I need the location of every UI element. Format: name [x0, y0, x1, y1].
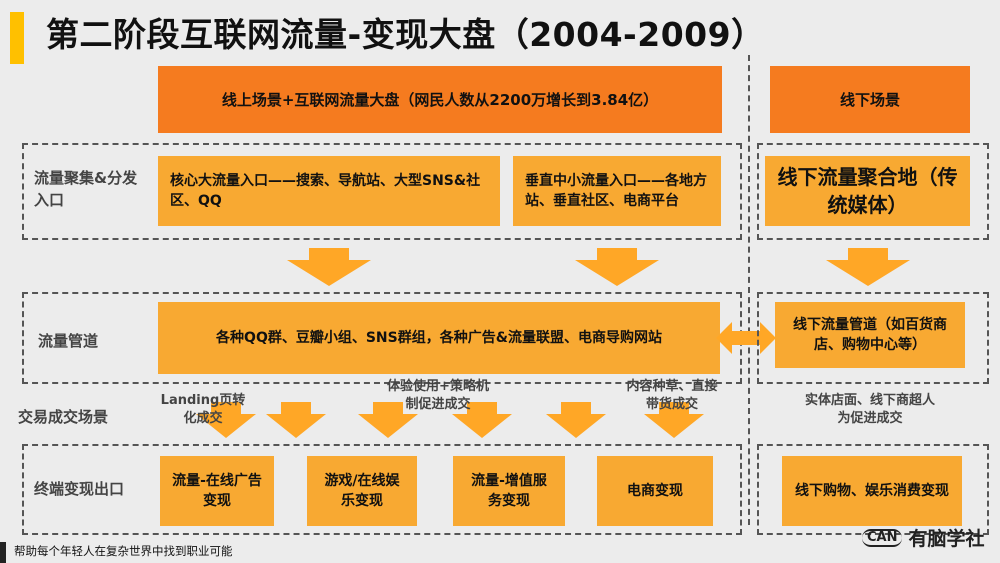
transaction-label: 交易成交场景	[18, 408, 109, 426]
bidirectional-arrow	[716, 322, 776, 354]
offline-header: 线下场景	[770, 66, 970, 133]
pipe-offline-box: 线下流量管道（如百货商店、购物中心等）	[775, 302, 965, 368]
monetize-offline-box: 线下购物、娱乐消费变现	[782, 456, 962, 526]
offline-monetize-group	[757, 444, 989, 535]
offline-gather-group	[757, 143, 989, 240]
note-experience: 体验使用+策略机制促进成交	[387, 379, 489, 412]
footer-bar	[0, 542, 6, 563]
arrow-down-t5	[546, 402, 606, 438]
arrow-down-core	[287, 248, 371, 286]
logo-name: 有脑学社	[908, 528, 985, 550]
note-landing: Landing页转化成交	[160, 393, 246, 426]
online-header: 线上场景+互联网流量大盘（网民人数从2200万增长到3.84亿）	[158, 66, 722, 133]
gather-label: 流量聚集&分发入口	[34, 169, 138, 209]
monetize-group	[22, 444, 742, 535]
gather-group	[22, 143, 742, 240]
monetize-vas-box: 流量-增值服务变现	[453, 456, 565, 526]
page-title: 第二阶段互联网流量-变现大盘（2004-2009）	[46, 15, 765, 54]
note-content: 内容种草、直接带货成交	[626, 379, 718, 412]
monetize-ads-box: 流量-在线广告变现	[160, 456, 274, 526]
arrow-down-t6	[644, 402, 704, 438]
monetize-label: 终端变现出口	[34, 480, 125, 498]
footer-slogan: 帮助每个年轻人在复杂世界中找到职业可能	[14, 544, 233, 558]
arrow-down-vertical	[575, 248, 659, 286]
pipe-label: 流量管道	[38, 332, 99, 350]
pipe-online-box: 各种QQ群、豆瓣小组、SNS群组，各种广告&流量联盟、电商导购网站	[158, 302, 720, 374]
offline-pipe-group	[757, 292, 989, 384]
online-offline-divider	[748, 55, 750, 525]
monetize-games-box: 游戏/在线娱乐变现	[307, 456, 417, 526]
core-entry-box: 核心大流量入口——搜索、导航站、大型SNS&社区、QQ	[158, 156, 500, 226]
offline-gather-box: 线下流量聚合地（传统媒体）	[765, 156, 970, 226]
arrow-down-t1	[196, 402, 256, 438]
note-offline-store: 实体店面、线下商超人为促进成交	[804, 393, 935, 426]
arrow-down-t4	[452, 402, 512, 438]
arrow-down-t2	[266, 402, 326, 438]
logo-mark: CAN	[862, 528, 903, 547]
vertical-entry-box: 垂直中小流量入口——各地方站、垂直社区、电商平台	[513, 156, 721, 226]
brand-logo: CAN 有脑学社	[862, 524, 985, 551]
monetize-ecommerce-box: 电商变现	[597, 456, 713, 526]
arrow-down-offline	[826, 248, 910, 286]
arrow-down-t3	[358, 402, 418, 438]
title-accent-bar	[10, 12, 24, 64]
